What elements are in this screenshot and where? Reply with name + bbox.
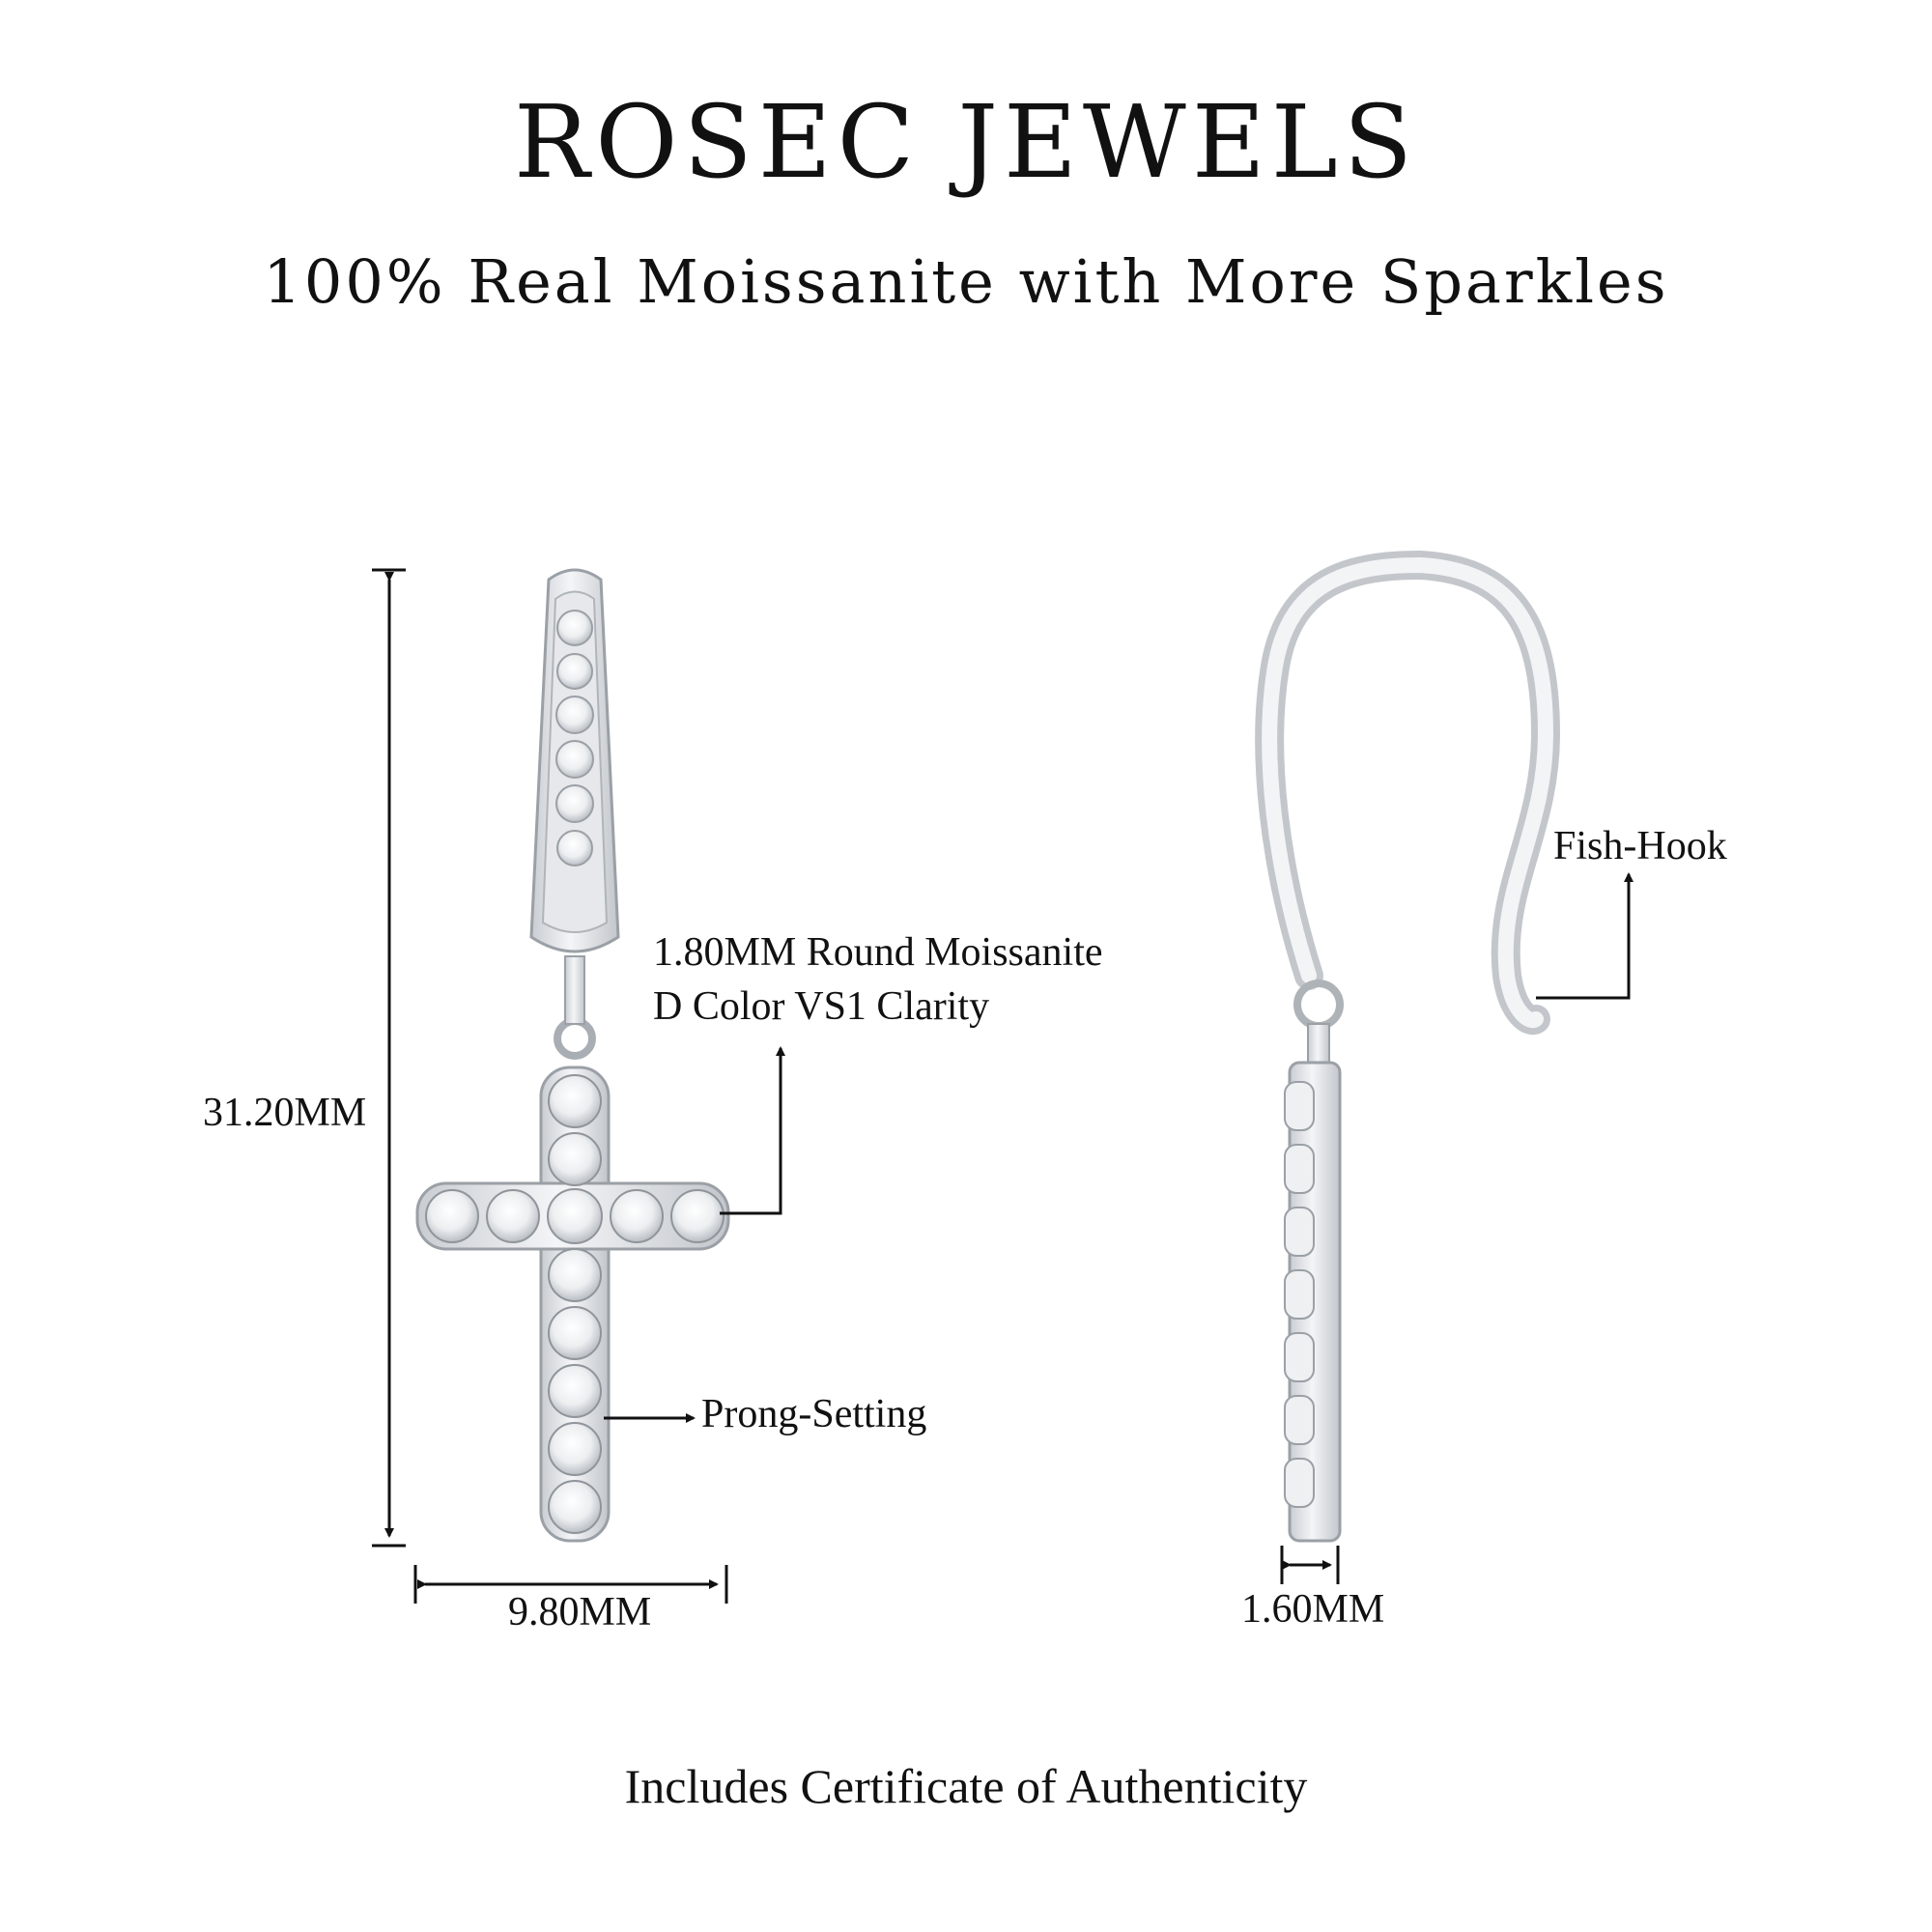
- tagline: 100% Real Moissanite with More Sparkles: [263, 246, 1669, 317]
- jump-ring: [554, 1017, 596, 1060]
- fish-hook-label: Fish-Hook: [1553, 824, 1727, 868]
- width-label: 9.80MM: [508, 1590, 652, 1634]
- stone-spec-line2: D Color VS1 Clarity: [653, 984, 990, 1029]
- width-dimension: [413, 1565, 728, 1604]
- side-earring: [1255, 550, 1561, 1543]
- cross-stones: [425, 1074, 724, 1534]
- stone-callout-line: [720, 1046, 785, 1215]
- side-width-label: 1.60MM: [1241, 1587, 1385, 1632]
- height-label: 31.20MM: [203, 1091, 367, 1135]
- stone-spec-line1: 1.80MM Round Moissanite: [653, 930, 1103, 975]
- height-dimension: [372, 568, 406, 1548]
- brand-title: ROSEC JEWELS: [513, 83, 1419, 201]
- certificate-note: Includes Certificate of Authenticity: [624, 1759, 1308, 1813]
- side-stones: [1284, 1081, 1315, 1508]
- hook-callout-line: [1536, 872, 1634, 1000]
- front-earring: [415, 568, 730, 1543]
- prong-setting-label: Prong-Setting: [701, 1392, 927, 1436]
- side-width-dimension: [1280, 1546, 1340, 1584]
- bail-stones: [555, 610, 594, 867]
